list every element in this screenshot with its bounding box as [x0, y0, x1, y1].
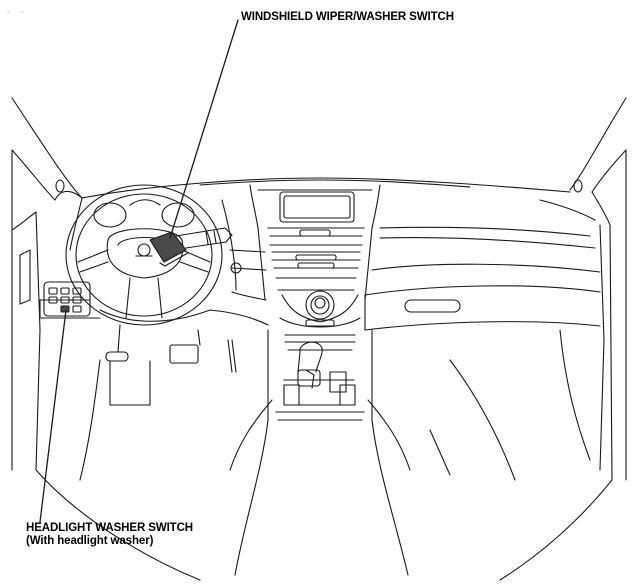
floor — [36, 330, 612, 580]
wiper-leader-line — [170, 20, 238, 238]
left-door — [12, 150, 40, 470]
windshield-frame — [12, 98, 626, 200]
glovebox — [365, 264, 600, 330]
center-stack — [250, 185, 380, 327]
left-dash — [40, 198, 268, 325]
leader-lines — [40, 20, 238, 522]
headlight-washer-label-note: (With headlight washer) — [26, 535, 154, 547]
headlight-washer-switch-panel — [44, 282, 90, 316]
wiper-washer-switch — [150, 228, 232, 266]
right-door — [592, 150, 626, 480]
headlight-leader-line — [40, 310, 66, 522]
dashboard-top — [82, 178, 595, 248]
steering-wheel — [66, 185, 222, 325]
center-console — [230, 330, 410, 575]
wiper-switch-label: WINDSHIELD WIPER/WASHER SWITCH — [241, 11, 454, 23]
headlight-washer-label: HEADLIGHT WASHER SWITCH (With headlight … — [26, 522, 193, 548]
pedals — [80, 325, 236, 480]
headlight-washer-label-title: HEADLIGHT WASHER SWITCH — [26, 522, 193, 534]
